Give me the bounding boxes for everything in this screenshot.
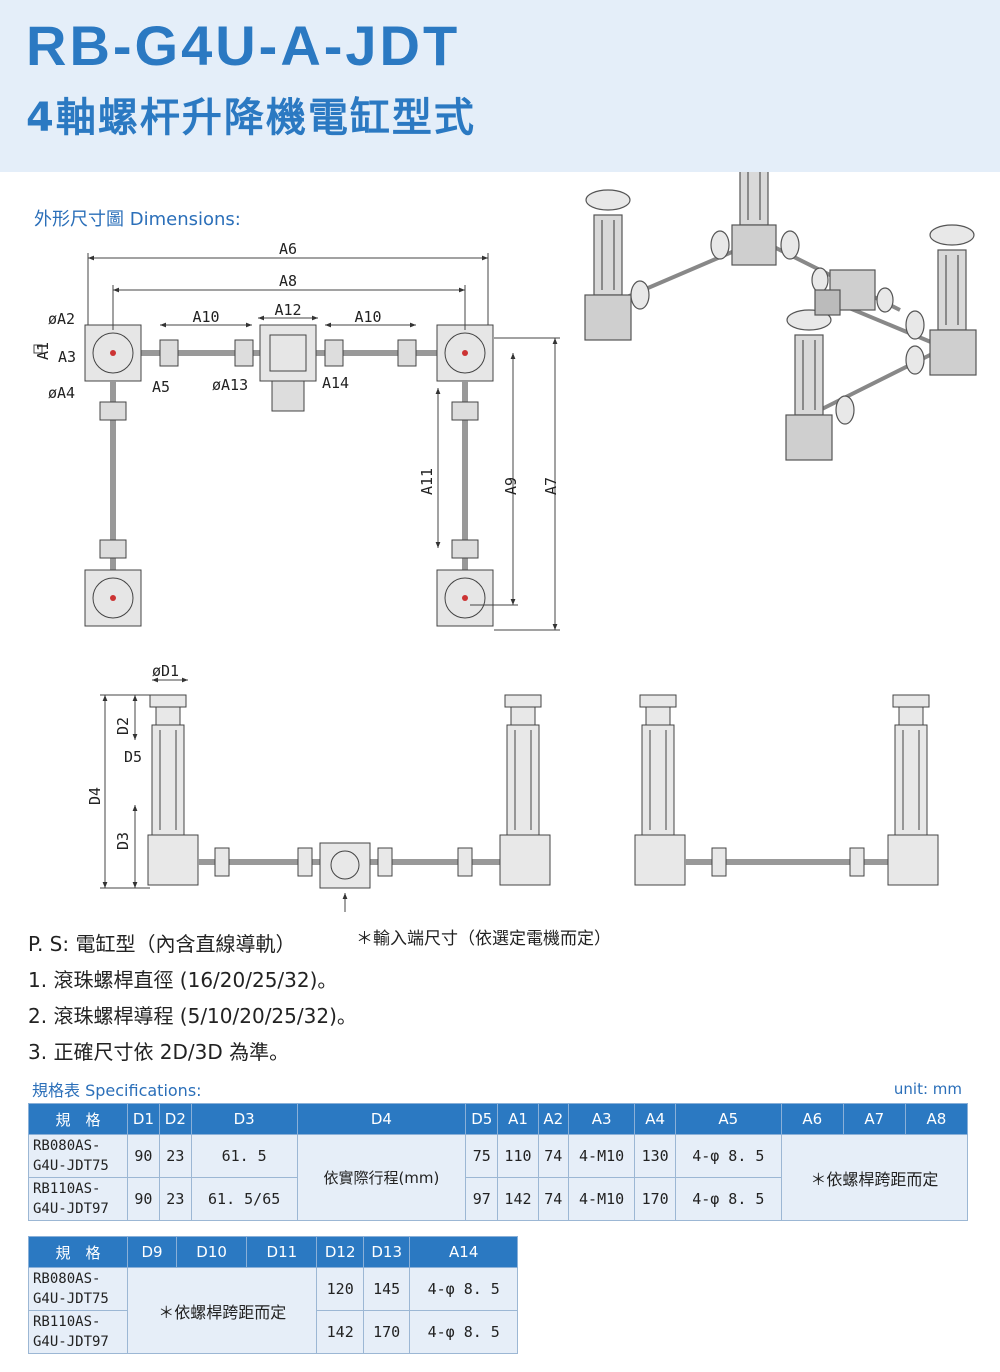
cell-A1: 110 <box>497 1134 539 1178</box>
header-band: RB-G4U-A-JDT 4軸螺杆升降機電缸型式 <box>0 0 1000 172</box>
col-header: D10 <box>176 1236 248 1268</box>
dim-D1: øD1 <box>152 662 179 680</box>
input-note: ＊輸入端尺寸（依選定電機而定） <box>356 929 611 949</box>
cell-D12: 142 <box>316 1310 364 1354</box>
dim-A7: A7 <box>542 477 560 495</box>
note-item-1: 1. 滾珠螺桿直徑 (16/20/25/32)。 <box>28 968 338 992</box>
col-header: D12 <box>316 1236 364 1268</box>
col-header: D2 <box>158 1103 192 1135</box>
col-header: D4 <box>296 1103 467 1135</box>
col-header: A5 <box>674 1103 782 1135</box>
col-header: A3 <box>567 1103 636 1135</box>
cell-A3: 4-M10 <box>567 1134 636 1178</box>
model-cell: RB110AS-G4U-JDT97 <box>28 1177 128 1221</box>
model-cell: RB110AS-G4U-JDT97 <box>28 1310 128 1354</box>
cell-A4: 170 <box>634 1177 676 1221</box>
dim-A12: A12 <box>274 301 301 319</box>
col-header: A8 <box>904 1103 969 1135</box>
isometric-view <box>584 172 977 461</box>
cell-A6-A8-merged: ＊依螺桿跨距而定 <box>780 1134 969 1221</box>
note-ps: P. S: 電缸型（內含直線導軌） <box>28 932 296 956</box>
cell-D12: 120 <box>316 1267 364 1311</box>
notes-list: P. S: 電缸型（內含直線導軌） 1. 滾珠螺桿直徑 (16/20/25/32… <box>28 930 357 1074</box>
col-header: D1 <box>127 1103 160 1135</box>
col-header: A7 <box>842 1103 906 1135</box>
table-row: RB110AS-G4U-JDT97 90 23 61. 5/65 97 142 … <box>28 1177 968 1221</box>
cell-D5: 75 <box>465 1134 499 1178</box>
table-row: RB080AS-G4U-JDT75 90 23 61. 5 依實際行程(mm) … <box>28 1134 969 1221</box>
cell-A5: 4-φ 8. 5 <box>674 1134 782 1178</box>
model-cell: RB080AS-G4U-JDT75 <box>28 1267 128 1311</box>
cell-D5: 97 <box>465 1177 499 1221</box>
cell-A4: 130 <box>634 1134 676 1178</box>
dim-D4: D4 <box>86 787 104 805</box>
dim-D5: D5 <box>124 748 142 766</box>
plan-view <box>33 253 560 631</box>
dim-A3: A3 <box>58 348 76 366</box>
cell-D2: 23 <box>158 1134 192 1178</box>
cell-D9-D11-merged: ＊依螺桿跨距而定 <box>126 1267 318 1354</box>
cell-D3: 61. 5/65 <box>190 1177 298 1221</box>
cell-D4-merged: 依實際行程(mm) <box>296 1134 467 1221</box>
front-view <box>100 677 939 912</box>
dim-A1: A1 <box>34 342 52 360</box>
page-subtitle: 4軸螺杆升降機電缸型式 <box>26 95 476 141</box>
cell-A5: 4-φ 8. 5 <box>674 1177 782 1221</box>
dim-A11: A11 <box>418 468 436 495</box>
cell-D13: 170 <box>362 1310 411 1354</box>
col-header: A4 <box>634 1103 676 1135</box>
spec-table-2: 規 格 D9 D10 D11 D12 D13 A14 RB080AS-G4U-J… <box>28 1236 518 1354</box>
col-header: 規 格 <box>28 1103 128 1135</box>
col-header: D9 <box>126 1236 178 1268</box>
technical-drawing: A6 A8 A10 A12 A10 øA2 A1 A3 øA4 A5 øA13 … <box>33 172 977 912</box>
cell-D1: 90 <box>127 1134 160 1178</box>
dim-A14: A14 <box>322 374 349 392</box>
spec-table-1: 規 格 D1 D2 D3 D4 D5 A1 A2 A3 A4 A5 A6 A7 … <box>28 1103 969 1221</box>
dim-A10-left: A10 <box>192 308 219 326</box>
cell-A14: 4-φ 8. 5 <box>409 1267 518 1311</box>
table-row: RB080AS-G4U-JDT75 ＊依螺桿跨距而定 120 145 4-φ 8… <box>28 1267 518 1354</box>
col-header: A2 <box>537 1103 569 1135</box>
col-header: A6 <box>780 1103 844 1135</box>
cell-A14: 4-φ 8. 5 <box>409 1310 518 1354</box>
col-header: A14 <box>409 1236 518 1268</box>
col-header: D5 <box>465 1103 499 1135</box>
dim-A5: A5 <box>152 378 170 396</box>
page-title: RB-G4U-A-JDT <box>26 14 461 77</box>
dim-A6: A6 <box>279 240 297 258</box>
dim-A13: øA13 <box>212 376 248 394</box>
col-header: D3 <box>190 1103 298 1135</box>
cell-D3: 61. 5 <box>190 1134 298 1178</box>
cell-D13: 145 <box>362 1267 411 1311</box>
dim-D2: D2 <box>114 717 132 735</box>
table-header-row: 規 格 D1 D2 D3 D4 D5 A1 A2 A3 A4 A5 A6 A7 … <box>28 1103 969 1135</box>
unit-label: unit: mm <box>893 1080 962 1098</box>
table-header-row: 規 格 D9 D10 D11 D12 D13 A14 <box>28 1236 518 1268</box>
col-header: D11 <box>246 1236 318 1268</box>
model-cell: RB080AS-G4U-JDT75 <box>28 1134 128 1178</box>
col-header: 規 格 <box>28 1236 128 1268</box>
dim-A2: øA2 <box>48 310 75 328</box>
dim-D3: D3 <box>114 832 132 850</box>
note-item-3: 3. 正確尺寸依 2D/3D 為準。 <box>28 1040 290 1064</box>
note-item-2: 2. 滾珠螺桿導程 (5/10/20/25/32)。 <box>28 1004 357 1028</box>
dim-A10-right: A10 <box>354 308 381 326</box>
cell-D1: 90 <box>127 1177 160 1221</box>
table-row: RB110AS-G4U-JDT97 142 170 4-φ 8. 5 <box>28 1310 518 1354</box>
spec-label: 規格表 Specifications: <box>32 1081 202 1100</box>
dim-A4: øA4 <box>48 384 75 402</box>
dimensions-label: 外形尺寸圖 Dimensions: <box>34 209 241 230</box>
cell-A1: 142 <box>497 1177 539 1221</box>
cell-A2: 74 <box>537 1177 569 1221</box>
cell-A3: 4-M10 <box>567 1177 636 1221</box>
col-header: D13 <box>362 1236 411 1268</box>
dim-A8: A8 <box>279 272 297 290</box>
col-header: A1 <box>497 1103 539 1135</box>
cell-A2: 74 <box>537 1134 569 1178</box>
cell-D2: 23 <box>158 1177 192 1221</box>
dim-A9: A9 <box>502 477 520 495</box>
